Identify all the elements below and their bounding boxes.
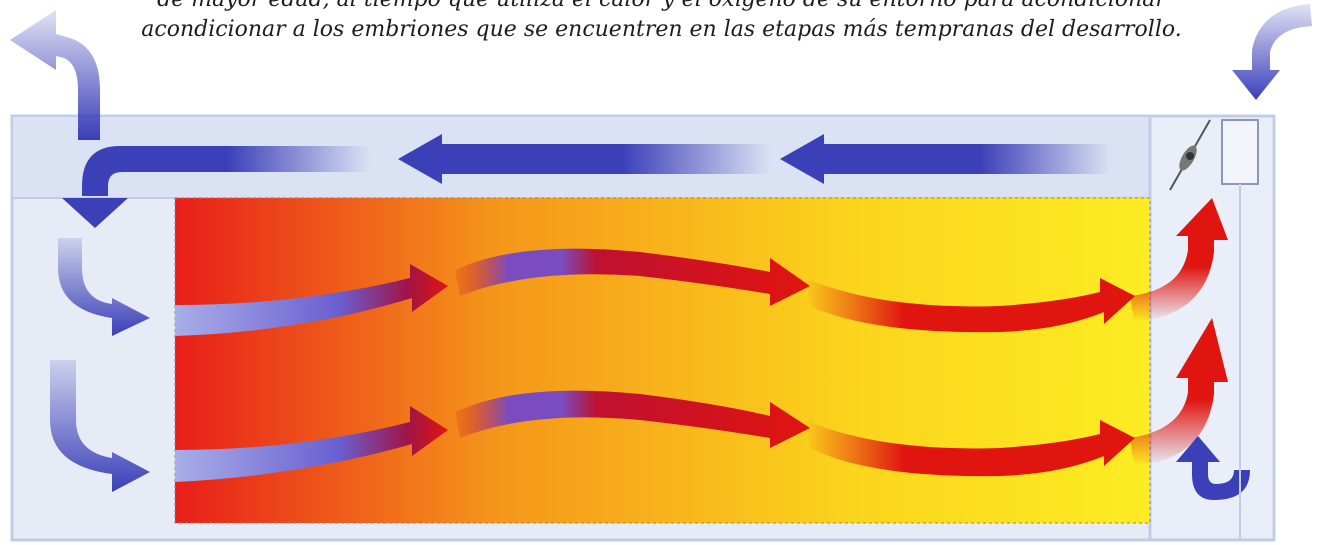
caption-line-1: de mayor edad, al tiempo que utiliza el … [0, 0, 1323, 14]
upper-airflow-stream [175, 198, 1228, 336]
fan-icon [1169, 119, 1211, 191]
lower-stream-seg3 [805, 420, 1135, 477]
upper-stream-seg3 [805, 278, 1135, 333]
upper-stream-seg1 [175, 264, 448, 336]
upper-stream-seg2 [455, 248, 810, 306]
top-flow-bar-mid [440, 144, 770, 174]
top-flow-head-mid [398, 134, 442, 184]
top-flow-head-right [780, 134, 824, 184]
left-down-arrow-lower [50, 360, 150, 492]
upper-stream-rise [1130, 198, 1228, 322]
bottom-return-arrow [1176, 436, 1250, 500]
heat-chamber-border [174, 197, 1151, 524]
top-flow-head-left [62, 198, 128, 228]
top-airflow-arrows [62, 134, 1110, 228]
lower-stream-seg1 [175, 406, 448, 482]
caption-line-2: acondicionar a los embriones que se encu… [141, 17, 1182, 42]
left-down-arrow-upper [58, 238, 150, 336]
intake-arrow [1232, 4, 1312, 100]
top-flow-bar-right [820, 144, 1110, 174]
lower-stream-rise [1130, 318, 1228, 466]
lower-airflow-stream [175, 318, 1228, 482]
lower-stream-seg2 [455, 390, 810, 448]
top-flow-bend-left [82, 146, 370, 196]
exhaust-arrow [10, 10, 100, 140]
heater-icon [1221, 119, 1259, 540]
